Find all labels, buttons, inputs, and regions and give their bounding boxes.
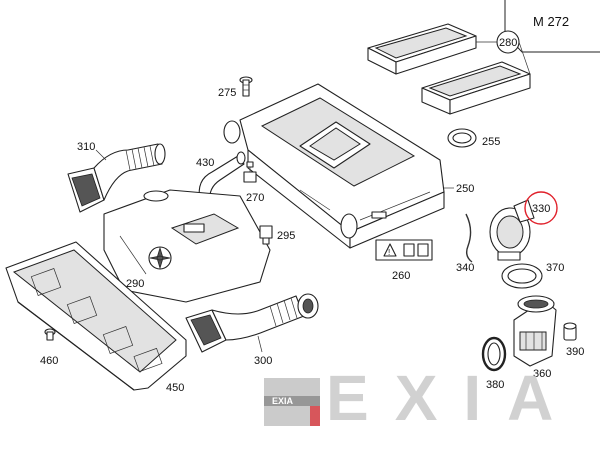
air-filter-housing-250 xyxy=(223,83,445,249)
label-275: 275 xyxy=(218,87,236,99)
cable-340 xyxy=(465,213,473,263)
label-260: 260 xyxy=(392,270,410,282)
clip-270 xyxy=(243,161,257,183)
label-330: 330 xyxy=(532,203,550,215)
label-310: 310 xyxy=(77,141,95,153)
intake-duct-300 xyxy=(185,293,319,353)
watermark: EXIA EXIA xyxy=(264,362,579,434)
label-360: 360 xyxy=(533,368,551,380)
tray-450 xyxy=(5,241,187,391)
label-380: 380 xyxy=(486,379,504,391)
push-clip-460 xyxy=(44,328,56,341)
label-430: 430 xyxy=(196,157,214,169)
svg-text:!: ! xyxy=(388,248,390,257)
label-460: 460 xyxy=(40,355,58,367)
intake-adapter-360 xyxy=(513,295,557,367)
label-255: 255 xyxy=(482,136,500,148)
o-ring-370 xyxy=(501,263,543,289)
label-300: 300 xyxy=(254,355,272,367)
label-450: 450 xyxy=(166,382,184,394)
air-filter-element-bottom xyxy=(421,61,531,115)
highlight-circle-330 xyxy=(524,191,558,225)
label-250: 250 xyxy=(456,183,474,195)
label-340: 340 xyxy=(456,262,474,274)
label-290: 290 xyxy=(126,278,144,290)
plug-390 xyxy=(563,322,577,341)
air-filter-element-top xyxy=(367,23,477,75)
intake-duct-310 xyxy=(67,143,166,213)
label-390: 390 xyxy=(566,346,584,358)
clip-295 xyxy=(259,225,273,245)
label-280: 280 xyxy=(499,37,517,49)
watermark-logo-text: EXIA xyxy=(272,396,294,406)
watermark-logo: EXIA xyxy=(264,378,320,426)
seal-ring-255 xyxy=(447,128,477,148)
air-mass-sensor-330 xyxy=(489,199,535,261)
label-270: 270 xyxy=(246,192,264,204)
seal-ring-380 xyxy=(481,336,507,372)
engine-cover-290 xyxy=(103,189,271,303)
watermark-text: EXIA xyxy=(326,362,579,434)
warning-label-260: ! xyxy=(375,239,433,261)
label-295: 295 xyxy=(277,230,295,242)
label-370: 370 xyxy=(546,262,564,274)
bolt-275 xyxy=(239,76,253,97)
model-label: M 272 xyxy=(533,14,569,29)
